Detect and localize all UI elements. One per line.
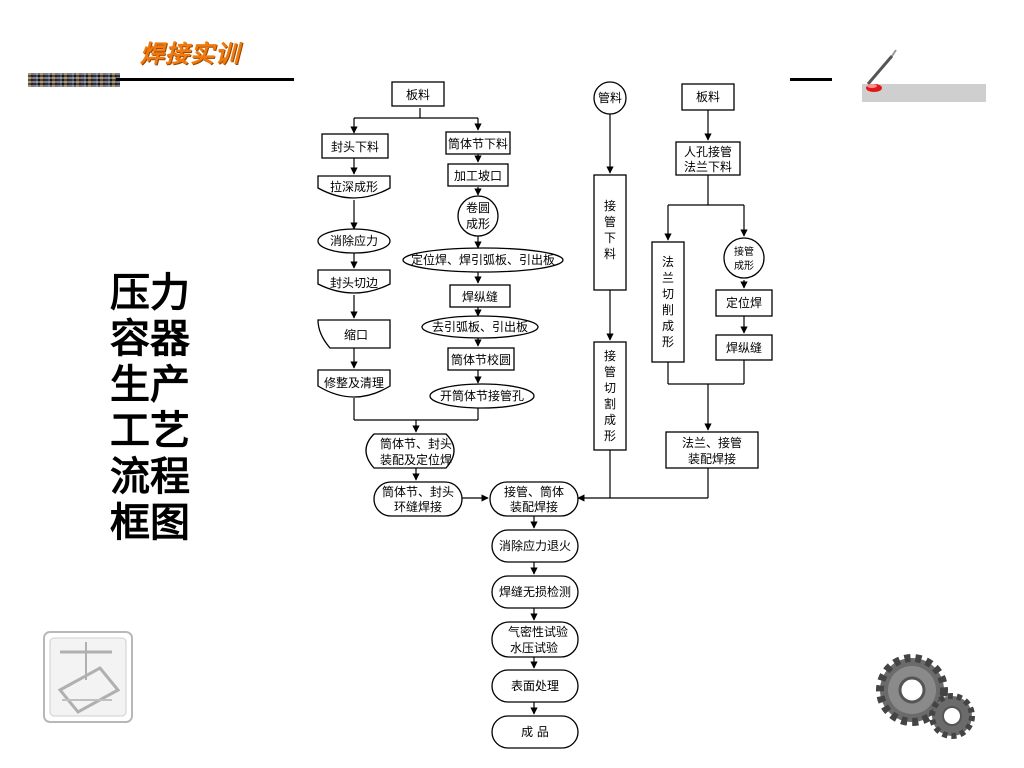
side-title-line: 工艺 [110,407,190,454]
circumferential-seam-label-1: 筒体节、封头 [382,484,454,499]
necking-node [317,319,391,349]
pipe-blanking-node [593,174,627,291]
deep-drawing-label: 拉深成形 [330,179,378,194]
manhole-flange-label-1: 人孔接管 [684,144,732,159]
stress-relief-annealing-label: 消除应力退火 [499,538,571,553]
side-title-line: 容器 [110,315,190,362]
rolling-node [457,195,499,237]
pressure-test-label-1: 气密性试验 [508,624,568,639]
roundness-correction-label: 筒体节校圆 [451,352,511,367]
side-title-line: 框图 [110,499,190,546]
remove-tabs-label: 去引弧板、引出板 [432,320,528,334]
sheet-material-node-2 [681,83,735,111]
nozzle-tack-label: 定位焊 [726,295,762,310]
weld-ndt-node [491,575,579,609]
flange-machining-label: 法兰切削成形 [662,255,674,349]
crane-beam-icon [43,631,133,723]
surface-treatment-label: 表面处理 [511,679,559,693]
pipe-cutting-node [593,341,627,451]
sheet-material-node-1 [391,81,445,107]
flange-machining-node [651,241,685,363]
necking-label: 缩口 [344,327,368,342]
stress-relief-node [317,228,391,254]
header-rule-right [790,78,832,81]
nozzle-hole-node [429,383,535,409]
longitudinal-seam-node [449,284,511,308]
shell-blanking-label: 筒体节下料 [448,136,508,151]
finished-product-label: 成 品 [521,725,549,739]
sheet-material-label-2: 板料 [696,90,720,104]
trim-clean-label: 修整及清理 [324,375,384,390]
pipe-blanking-label: 接管下料 [604,198,616,261]
shell-blanking-node [445,131,511,155]
pressure-test-node [491,621,579,658]
surface-treatment-node [491,669,579,703]
deep-drawing-node [317,175,391,199]
header-grey-bar [862,84,986,102]
head-blanking-label: 封头下料 [331,140,379,154]
trim-clean-node [317,369,391,398]
tack-welding-label: 定位焊、焊引弧板、引出板 [411,252,555,267]
stress-relief-label: 消除应力 [330,233,378,248]
remove-tabs-node [421,315,539,339]
head-trimming-label: 封头切边 [330,276,378,290]
head-blanking-node [321,133,389,159]
pipe-material-label: 管料 [598,90,622,105]
manhole-flange-label-2: 法兰下料 [684,160,732,174]
flow-connectors [350,108,748,715]
nozzle-forming-label-2: 成形 [734,260,754,272]
side-title: 压力 容器 生产 工艺 流程 框图 [110,270,200,546]
nozzle-shell-assembly-label-1: 接管、筒体 [504,484,564,499]
weld-ndt-label: 焊缝无损检测 [499,584,571,599]
side-title-line: 压力 [110,269,190,316]
header-rule-left [116,78,294,81]
nozzle-hole-label: 开筒体节接管孔 [440,388,524,403]
pipe-material-node [593,81,627,115]
longitudinal-seam-label: 焊纵缝 [462,289,498,304]
pipe-cutting-label: 接管切割成形 [604,348,616,443]
finished-product-node [491,715,579,749]
nozzle-forming-label-1: 接管 [734,245,754,258]
nozzle-tack-node [715,289,773,317]
flange-nozzle-assembly-node [665,431,759,469]
bevel-node [447,163,509,187]
circumferential-seam-node [373,481,463,517]
gears-icon [876,654,975,739]
tack-welding-node [402,247,564,273]
assembly-tack-label-2: 装配及定位焊 [380,452,452,467]
header-title: 焊接实训 [140,40,240,68]
nozzle-shell-assembly-node [489,481,579,517]
bevel-label: 加工坡口 [454,169,502,183]
welding-torch-icon [866,49,897,92]
stress-relief-annealing-node [491,529,579,563]
sheet-material-label-1: 板料 [406,88,430,102]
assembly-tack-node [365,433,455,469]
head-trimming-node [317,269,391,294]
side-title-line: 流程 [110,453,190,500]
nozzle-seam-label: 焊纵缝 [726,340,762,355]
pressure-test-label-2: 水压试验 [510,640,558,655]
manhole-flange-blanking-node [675,141,741,176]
nozzle-shell-assembly-label-2: 装配焊接 [510,499,558,514]
rolling-label-1: 卷圆 [466,200,490,215]
assembly-tack-label-1: 筒体节、封头 [380,436,452,451]
header-mosaic-decoration [28,73,120,87]
flange-nozzle-assembly-label-1: 法兰、接管 [682,435,742,450]
flange-nozzle-assembly-label-2: 装配焊接 [688,451,736,466]
side-title-line: 生产 [110,361,190,408]
nozzle-forming-node [723,237,765,279]
roundness-correction-node [447,347,515,371]
circumferential-seam-label-2: 环缝焊接 [394,499,442,514]
rolling-label-2: 成形 [466,217,490,231]
nozzle-seam-node [715,334,773,361]
